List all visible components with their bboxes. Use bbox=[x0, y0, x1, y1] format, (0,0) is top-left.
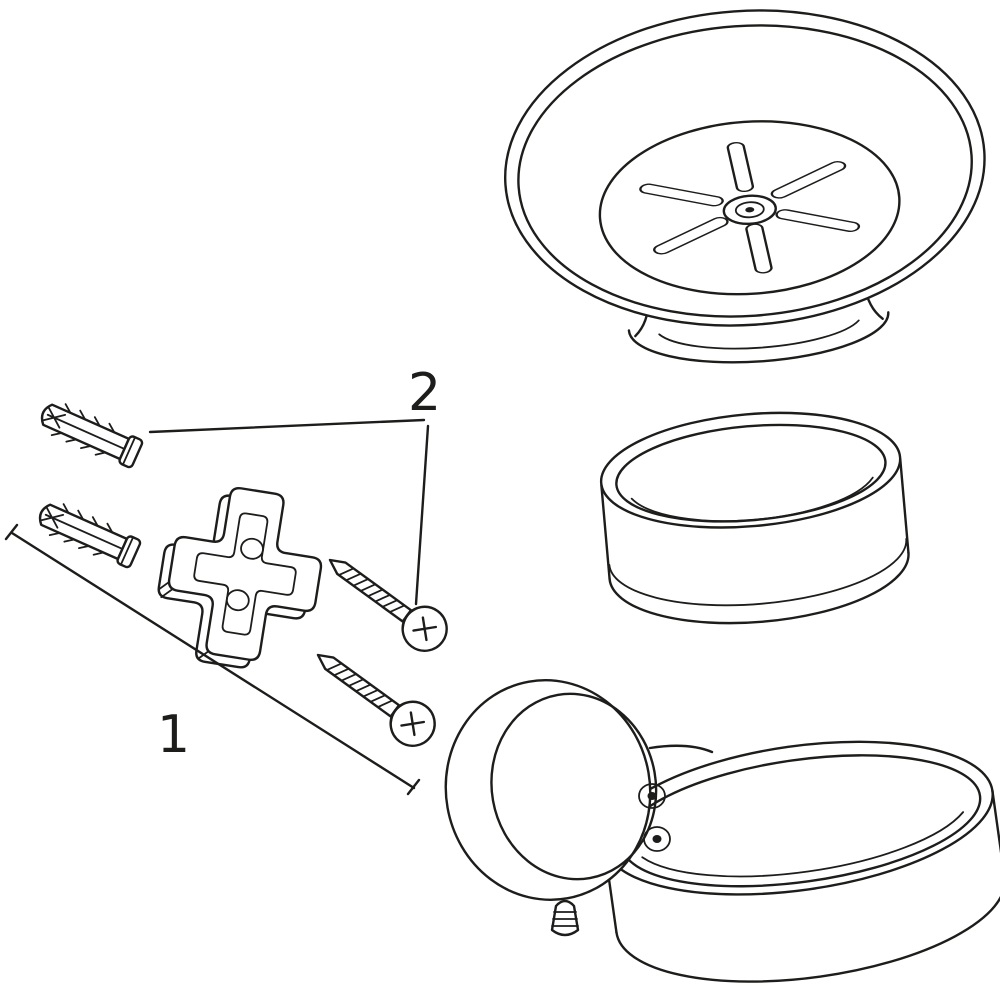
soap-dish-hub bbox=[722, 194, 777, 226]
spacer-ring-walls bbox=[600, 457, 910, 581]
plate-screw-hole-upper bbox=[240, 537, 264, 560]
callout-2-label: 2 bbox=[408, 363, 441, 423]
mounting-plate-depth-lines bbox=[157, 581, 210, 660]
soap-dish bbox=[503, 9, 986, 364]
spacer-ring-top-outer bbox=[599, 411, 902, 529]
wall-rosette-outer bbox=[444, 679, 652, 901]
spacer-ring-groove bbox=[608, 537, 908, 607]
holder-ring bbox=[602, 740, 1000, 983]
soap-dish-bowl-floor bbox=[598, 120, 901, 296]
mounting-plate-inner-rim bbox=[193, 512, 297, 636]
mounting-screw-lower bbox=[303, 636, 445, 756]
holder-ring-bottom bbox=[615, 876, 1000, 983]
wall-anchor-lower bbox=[32, 495, 144, 572]
spacer-ring-inner-bottom bbox=[630, 476, 874, 522]
wall-rosette-face bbox=[490, 692, 658, 881]
soap-dish-spokes bbox=[639, 142, 861, 274]
mounting-screw-upper bbox=[315, 541, 457, 661]
fixing-hole-upper bbox=[638, 783, 666, 809]
callout-2-leader-to-screw bbox=[414, 424, 430, 606]
holder-ring-inner-bottom bbox=[641, 811, 964, 878]
callout-lines bbox=[4, 418, 430, 796]
wall-rosette bbox=[444, 679, 658, 901]
wall-anchor-upper bbox=[34, 395, 146, 472]
soap-dish-rim-inner bbox=[517, 24, 973, 318]
spacer-ring-bottom bbox=[608, 551, 910, 625]
mounting-plate bbox=[157, 486, 323, 669]
spacer-ring bbox=[599, 411, 910, 625]
plate-screw-hole-lower bbox=[225, 589, 250, 612]
callout-1-bracket-line bbox=[10, 531, 416, 790]
callout-1-end-ticks bbox=[4, 523, 421, 796]
callout-1-label: 1 bbox=[157, 705, 190, 765]
callout-2-leader-to-anchor bbox=[148, 418, 426, 434]
set-screw bbox=[550, 899, 580, 937]
mounting-plate-face bbox=[167, 486, 323, 662]
fixing-hole-lower bbox=[643, 826, 671, 852]
holder-ring-top-outer bbox=[602, 740, 994, 896]
